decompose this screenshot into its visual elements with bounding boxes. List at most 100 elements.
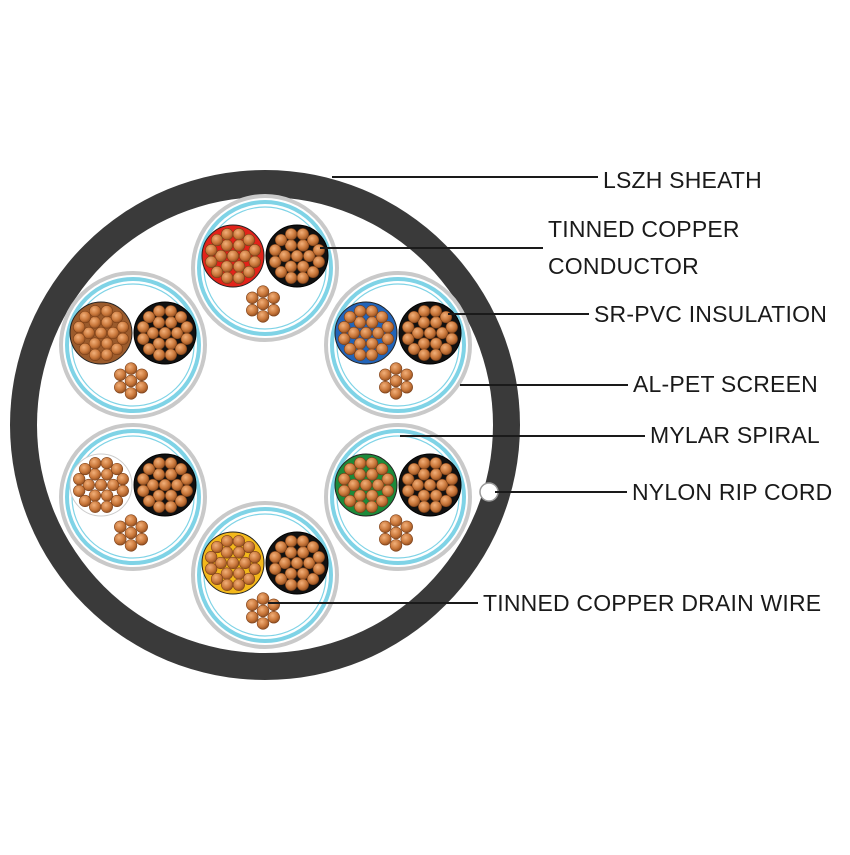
copper-strand — [285, 228, 298, 241]
copper-strand — [381, 332, 394, 345]
copper-strand — [375, 310, 389, 324]
copper-strand — [407, 310, 421, 324]
copper-strand — [146, 478, 159, 492]
copper-strand — [445, 484, 458, 497]
pair-bottom — [191, 501, 339, 649]
drain-strand — [267, 304, 280, 317]
copper-strand — [354, 305, 367, 318]
copper-strand — [418, 305, 431, 318]
copper-strand — [100, 457, 113, 470]
copper-strand — [205, 551, 218, 564]
tinned-copper-conductor — [205, 535, 261, 591]
copper-strand — [278, 249, 291, 263]
copper-strand — [423, 478, 437, 492]
copper-strand — [338, 484, 351, 497]
copper-strand — [338, 332, 351, 345]
copper-strand — [306, 540, 320, 554]
copper-strand — [171, 326, 184, 340]
drain-strand — [379, 381, 392, 394]
twisted-pairs-layer — [59, 194, 472, 649]
mylar-spiral — [330, 277, 466, 413]
copper-strand — [226, 249, 240, 263]
copper-strand — [100, 500, 113, 513]
copper-strand — [338, 321, 351, 334]
copper-strand — [73, 473, 86, 486]
mylar-spiral — [330, 429, 466, 565]
copper-strand — [174, 310, 188, 324]
copper-strand — [418, 457, 431, 470]
copper-strand — [418, 348, 431, 361]
copper-strand — [137, 484, 150, 497]
copper-strand — [164, 348, 177, 361]
tinned-copper-conductor — [205, 228, 261, 284]
copper-strand — [232, 271, 245, 284]
tinned-copper-conductor — [338, 457, 394, 513]
copper-strand — [372, 326, 385, 340]
copper-strand — [142, 310, 156, 324]
copper-strand — [89, 457, 102, 470]
copper-strand — [285, 535, 298, 548]
copper-strand — [142, 494, 156, 508]
drain-strand — [267, 611, 280, 624]
tinned-copper-drain-wire — [114, 514, 148, 552]
copper-strand — [274, 540, 288, 554]
copper-strand — [296, 535, 309, 548]
copper-strand — [359, 326, 373, 340]
tinned-copper-conductor — [73, 305, 129, 361]
copper-strand — [116, 321, 129, 334]
drain-strand — [379, 368, 392, 381]
drain-strand — [114, 368, 127, 381]
copper-strand — [174, 342, 188, 356]
copper-strand — [439, 310, 453, 324]
drain-strand — [256, 310, 270, 323]
drain-strand — [246, 598, 259, 611]
copper-strand — [164, 500, 177, 513]
copper-strand — [110, 310, 124, 324]
drain-strand — [389, 514, 403, 527]
copper-strand — [82, 326, 95, 340]
copper-strand — [285, 578, 298, 591]
copper-strand — [171, 478, 184, 492]
copper-strand — [239, 249, 252, 263]
pair-top — [191, 194, 339, 342]
copper-strand — [110, 494, 124, 508]
copper-strand — [306, 265, 320, 279]
drain-strand — [379, 533, 392, 546]
drain-strand — [400, 533, 413, 546]
copper-strand — [312, 244, 325, 257]
label-al-pet-screen: AL-PET SCREEN — [633, 371, 818, 397]
drain-strand — [256, 604, 270, 618]
drain-strand — [124, 374, 138, 388]
label-lszh-sheath: LSZH SHEATH — [603, 167, 762, 193]
copper-strand — [439, 494, 453, 508]
copper-strand — [381, 473, 394, 486]
copper-strand — [100, 305, 113, 318]
mylar-spiral — [197, 200, 333, 336]
copper-strand — [429, 457, 442, 470]
copper-strand — [354, 500, 367, 513]
label-mylar-spiral: MYLAR SPIRAL — [650, 422, 820, 448]
copper-strand — [210, 572, 224, 586]
copper-strand — [78, 462, 92, 476]
copper-strand — [205, 244, 218, 257]
drain-strand — [256, 285, 270, 298]
copper-strand — [343, 342, 357, 356]
drain-strand — [135, 368, 148, 381]
copper-strand — [210, 233, 224, 247]
copper-strand — [343, 310, 357, 324]
copper-strand — [180, 332, 193, 345]
copper-strand — [226, 556, 240, 570]
drain-strand — [135, 520, 148, 533]
copper-strand — [429, 348, 442, 361]
copper-strand — [365, 305, 378, 318]
copper-strand — [205, 255, 218, 268]
copper-strand — [214, 249, 227, 263]
copper-strand — [242, 540, 256, 554]
copper-strand — [164, 457, 177, 470]
mylar-spiral — [197, 507, 333, 643]
copper-strand — [158, 478, 172, 492]
copper-strand — [445, 473, 458, 486]
copper-strand — [78, 494, 92, 508]
drain-strand — [246, 611, 259, 624]
